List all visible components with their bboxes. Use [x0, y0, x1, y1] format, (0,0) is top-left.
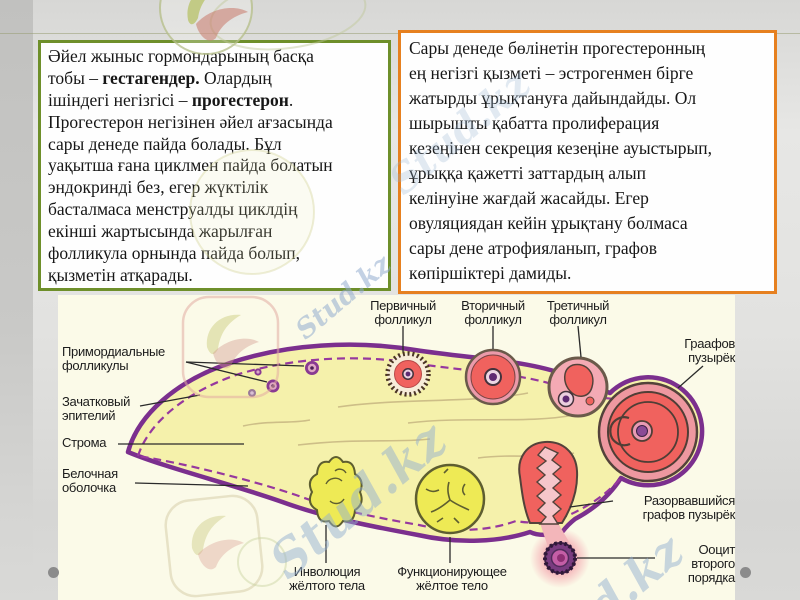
label-primordial-follicles: Примордиальные фолликулы [62, 344, 165, 374]
involution-marks [325, 468, 347, 505]
gestagen-text-2: Олардың ішіндегі негізгісі – [48, 67, 272, 110]
gestagen-text-box: Әйел жыныс гормондарының басқа тобы – ге… [38, 40, 391, 291]
primary-follicle-shape [385, 351, 431, 397]
ovary-diagram: Первичный фолликул Вторичный фолликул Тр… [58, 295, 735, 600]
gestagen-term-bold: гестагендер. [102, 67, 200, 88]
gestagen-text-3: . Прогестерон негізінен әйел ағзасында с… [48, 89, 333, 285]
label-germinal-epithelium: Зачатковый эпителий [62, 394, 131, 424]
functioning-corpus-luteum-shape [414, 463, 486, 535]
slide-dot-left [48, 567, 59, 578]
graafian-vesicle-shape [597, 381, 699, 483]
secondary-oocyte-shape [543, 541, 577, 575]
label-secondary-follicle: Вторичный фолликул [461, 298, 525, 328]
ovary-diagram-svg [118, 325, 705, 588]
label-tertiary-follicle: Третичный фолликул [546, 298, 610, 328]
progesterone-function-text-box: Сары денеде бөлінетін прогестеронның ең … [398, 30, 777, 294]
corpus-luteum-cracks [425, 468, 470, 524]
slide-left-strip [0, 0, 33, 600]
tertiary-follicle-shape [547, 356, 609, 418]
label-primary-follicle: Первичный фолликул [370, 298, 436, 328]
label-secondary-oocyte: Ооцит второго порядка [687, 542, 735, 586]
label-graafian-vesicle: Граафов пузырёк [684, 336, 735, 366]
graafian-cumulus-curve [609, 416, 631, 447]
tertiary-antrum [564, 363, 594, 397]
progesterone-term-bold: прогестерон [191, 89, 289, 110]
involution-corpus-luteum-shape [308, 456, 363, 528]
progesterone-function-text: Сары денеде бөлінетін прогестеронның ең … [409, 38, 713, 284]
label-tunica-albuginea: Белочная оболочка [62, 466, 118, 496]
rupture-cavity [535, 446, 563, 525]
label-involution-corpus-luteum: Инволюция жёлтого тела [289, 564, 365, 594]
slide-dot-right [740, 567, 751, 578]
label-ruptured-graafian: Разорвавшийся графов пузырёк [642, 493, 736, 523]
secondary-follicle-shape [464, 348, 522, 406]
label-stroma: Строма [62, 435, 107, 450]
label-functioning-corpus-luteum: Функционирующее жёлтое тело [397, 564, 507, 594]
